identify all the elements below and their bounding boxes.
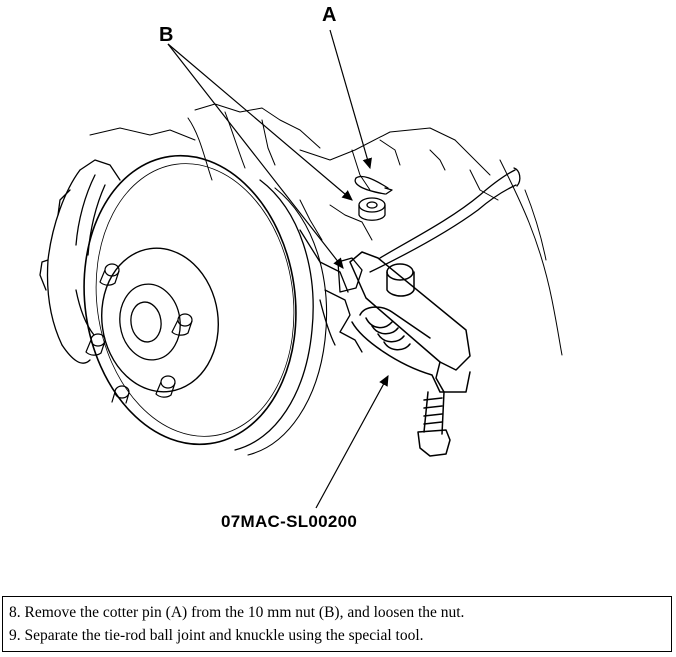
instruction-step-8: 8. Remove the cotter pin (A) from the 10… (9, 604, 465, 621)
instruction-step-9: 9. Separate the tie-rod ball joint and k… (9, 627, 424, 644)
brake-caliper (39, 159, 121, 364)
callout-b: B (159, 24, 174, 46)
wheel-hub (85, 247, 220, 404)
cotter-pin (354, 175, 393, 195)
lug-bolts (85, 263, 193, 404)
brake-rotor (83, 154, 297, 446)
tie-rod (369, 167, 521, 273)
tool-part-number: 07MAC-SL00200 (221, 512, 358, 531)
castle-nut (358, 197, 386, 221)
brake-knuckle-illustration (39, 29, 563, 509)
callout-a: A (322, 4, 337, 26)
special-tool-07mac (349, 251, 471, 457)
instruction-box: 8. Remove the cotter pin (A) from the 10… (2, 596, 672, 652)
steering-knuckle (299, 229, 363, 353)
